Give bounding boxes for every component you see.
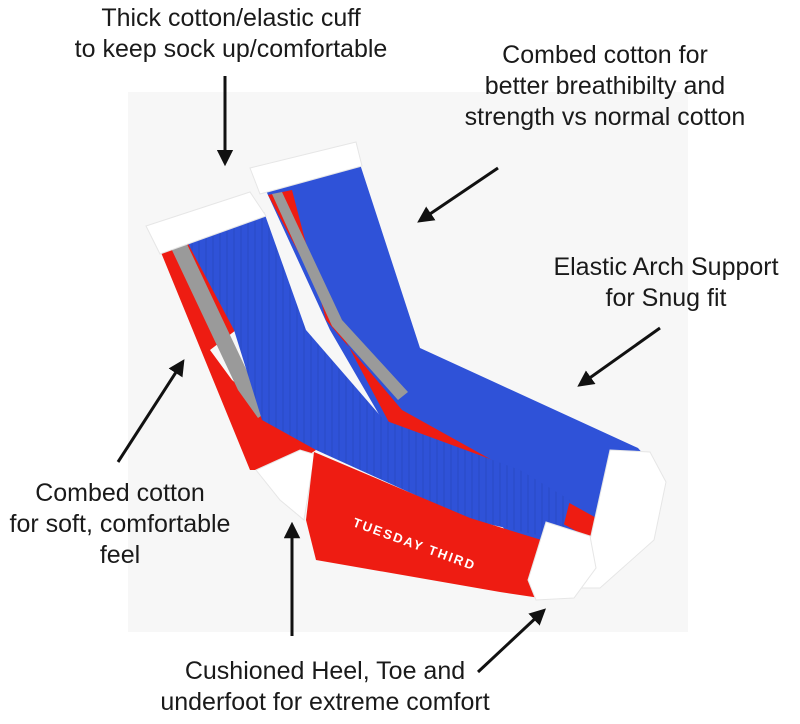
back-sock-grey-stripe xyxy=(272,192,408,400)
front-sock-toe xyxy=(527,521,597,601)
callout-combed-breathability: Combed cotton for better breathibilty an… xyxy=(464,41,746,131)
front-sock: TUESDAY THIRD xyxy=(145,191,597,601)
front-sock-grey-stripe xyxy=(170,242,270,418)
callout-combed-soft: Combed cotton for soft, comfortable feel xyxy=(9,479,231,569)
back-sock-cuff xyxy=(249,141,363,195)
callout-cuff: Thick cotton/elastic cuff to keep sock u… xyxy=(74,4,388,63)
arrow-down-left-icon xyxy=(417,166,499,223)
callout-cushion: Cushioned Heel, Toe and underfoot for ex… xyxy=(160,657,490,716)
front-sock-underfoot xyxy=(306,452,548,598)
front-sock-cuff xyxy=(145,191,267,255)
arrow-up-right-icon xyxy=(116,359,185,463)
arrow-down-left-icon xyxy=(577,326,661,387)
arrow-up-right-icon xyxy=(476,608,547,674)
front-sock-rib-texture xyxy=(184,212,570,540)
callout-arch-support: Elastic Arch Support for Snug fit xyxy=(553,253,779,312)
back-sock-body xyxy=(262,158,664,590)
